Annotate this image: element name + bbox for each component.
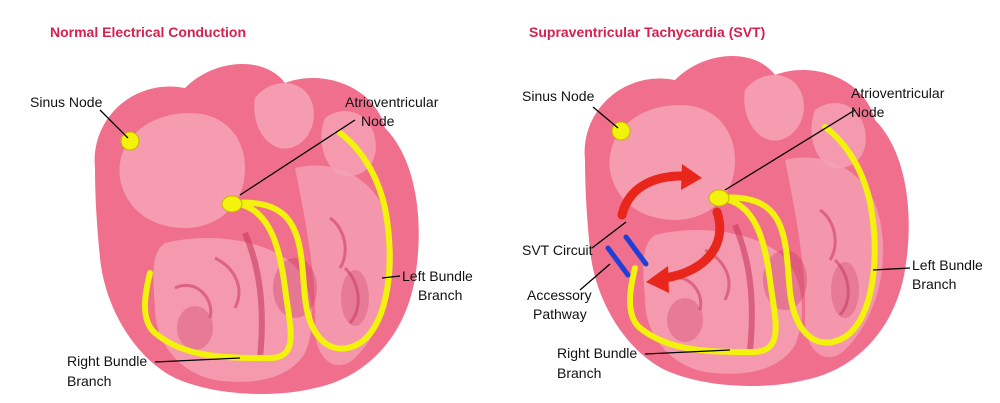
left-sinus-node	[120, 131, 140, 151]
svt-circuit-leader	[591, 221, 627, 249]
svt-circuit-arrows	[617, 164, 725, 293]
right-av-node	[708, 189, 730, 207]
left-rbb-leader	[154, 357, 241, 363]
left-sinus-leader	[99, 109, 129, 139]
right-right-bundle-branch	[627, 195, 779, 356]
left-panel: Normal Electrical Conduction Sinus Node …	[30, 24, 473, 394]
right-lbb-leader	[872, 267, 911, 271]
left-av-node-label-1: Atrioventricular	[345, 94, 439, 110]
accessory-pathway-bar-2	[623, 234, 649, 267]
right-sinus-leader	[592, 106, 619, 129]
right-left-bundle-label-2: Branch	[912, 276, 956, 292]
right-av-node-label-1: Atrioventricular	[851, 85, 945, 101]
right-av-node-label-2: Node	[851, 104, 885, 120]
left-right-bundle-label-2: Branch	[67, 373, 111, 389]
svt-arrowhead-bottom	[646, 266, 669, 293]
left-right-bundle-branch	[142, 200, 294, 362]
left-panel-title: Normal Electrical Conduction	[50, 24, 246, 40]
right-panel-title: Supraventricular Tachycardia (SVT)	[529, 24, 765, 40]
left-lbb-leader	[381, 275, 401, 279]
left-heart-illustration	[95, 64, 419, 394]
right-panel: Supraventricular Tachycardia (SVT)	[522, 24, 983, 386]
left-left-bundle-label-2: Branch	[418, 287, 462, 303]
left-av-leader	[239, 119, 356, 196]
svt-circuit-label: SVT Circuit	[522, 242, 593, 258]
right-sinus-node-label: Sinus Node	[522, 88, 595, 104]
left-av-node-label-2: Node	[361, 113, 395, 129]
accessory-leader	[579, 263, 611, 291]
right-left-bundle-branch	[717, 124, 878, 346]
right-right-bundle-label-2: Branch	[557, 365, 601, 381]
right-rbb-leader	[644, 349, 731, 355]
accessory-pathway-label-2: Pathway	[533, 306, 587, 322]
left-sinus-node-label: Sinus Node	[30, 94, 103, 110]
right-left-bundle-label-1: Left Bundle	[912, 257, 983, 273]
accessory-pathway-bar-1	[605, 245, 631, 278]
accessory-pathway-label-1: Accessory	[527, 287, 592, 303]
right-right-bundle-label-1: Right Bundle	[557, 345, 637, 361]
right-heart-illustration	[585, 56, 909, 386]
left-right-bundle-label-1: Right Bundle	[67, 353, 147, 369]
right-av-leader	[724, 109, 856, 191]
left-left-bundle-label-1: Left Bundle	[402, 268, 473, 284]
svt-arrowhead-top	[681, 164, 702, 190]
left-av-node	[221, 195, 243, 213]
left-left-bundle-branch	[232, 130, 393, 352]
